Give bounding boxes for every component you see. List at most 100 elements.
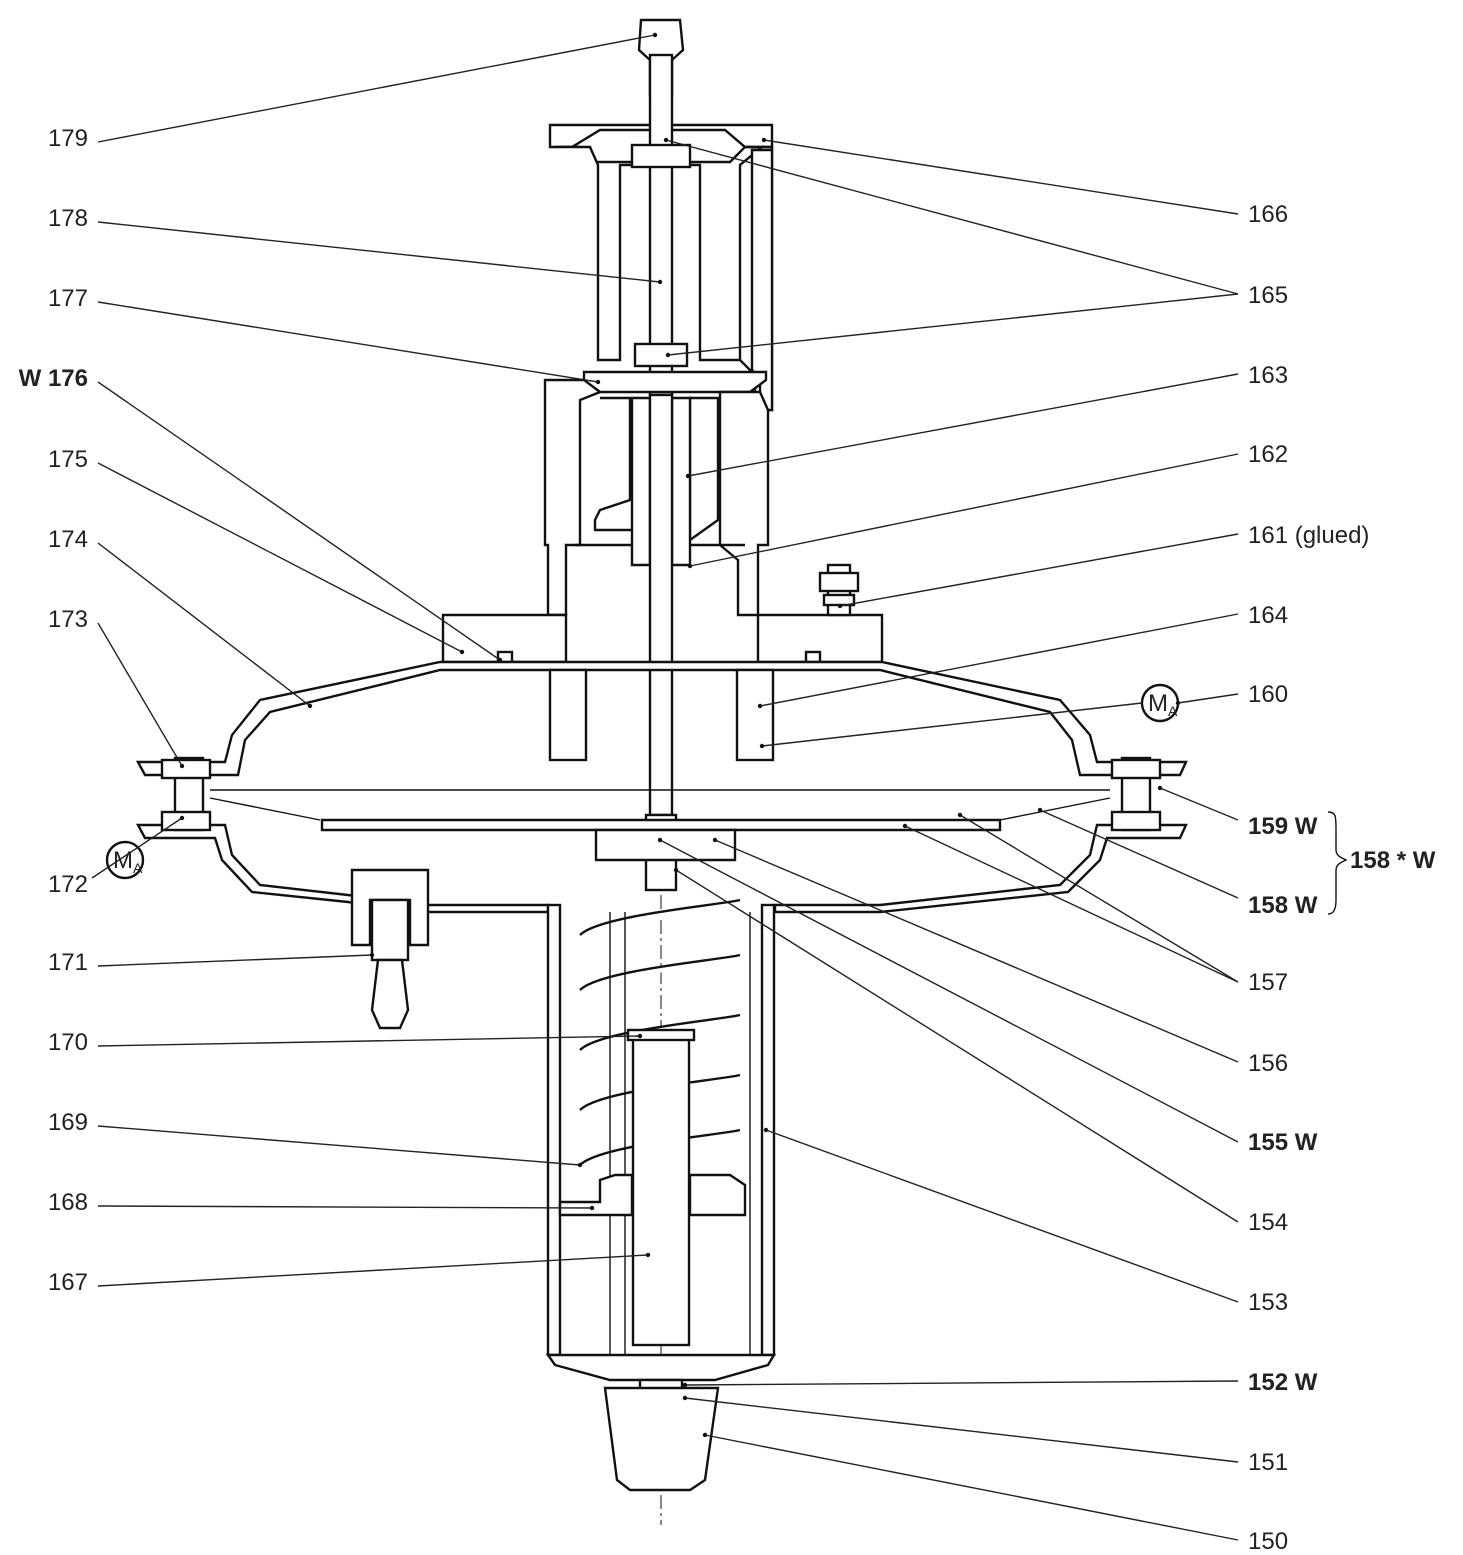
leader-dot-160 — [1175, 700, 1181, 706]
leader-152 — [684, 1380, 1239, 1386]
leader-dot-162 — [687, 563, 693, 569]
stem-nut-block — [594, 828, 737, 862]
leader-dot-161 — [837, 603, 843, 609]
label-156: 156 — [1248, 1050, 1288, 1077]
label-172: 172 — [48, 871, 88, 898]
leader-155 — [659, 839, 1239, 1143]
leader-150 — [704, 1434, 1239, 1541]
leader-dot-157 — [957, 812, 963, 818]
leader-dot-152 — [682, 1382, 688, 1388]
group-label: 158 * W — [1350, 847, 1436, 874]
leader-dot-154 — [673, 867, 679, 873]
leader-174 — [97, 542, 311, 707]
label-164: 164 — [1248, 602, 1288, 629]
leader-178 — [97, 221, 661, 283]
bottom-cap — [603, 1378, 720, 1492]
leader-dot-167 — [645, 1252, 651, 1258]
leader-162 — [689, 453, 1239, 567]
leader-160-b — [761, 702, 1143, 747]
main-stem — [644, 393, 678, 892]
torque-marker-right: M A — [1140, 683, 1180, 723]
group-bracket — [1327, 811, 1348, 915]
label-157: 157 — [1248, 969, 1288, 996]
label-169: 169 — [48, 1109, 88, 1136]
leader-dot-159 — [1157, 785, 1163, 791]
label-154: 154 — [1248, 1209, 1288, 1236]
leader-dot-174 — [307, 703, 313, 709]
leader-dot-158 — [1037, 807, 1043, 813]
label-168: 168 — [48, 1189, 88, 1216]
label-170: 170 — [48, 1029, 88, 1056]
leader-dot-153 — [763, 1127, 769, 1133]
leader-dot-166 — [761, 137, 767, 143]
torque-marker-left-subscript: A — [133, 860, 143, 876]
leader-dot-160-b — [759, 743, 765, 749]
upper-diaphragm-case — [135, 660, 1188, 777]
leader-dot-177 — [595, 379, 601, 385]
top-bolt — [818, 563, 860, 617]
label-162: 162 — [1248, 441, 1288, 468]
leader-176 — [97, 381, 501, 661]
leader-dot-164 — [757, 703, 763, 709]
middle-cap — [582, 370, 768, 394]
leader-177 — [97, 301, 599, 383]
clamp-bolt-left — [160, 756, 212, 832]
leader-158 — [1039, 809, 1239, 899]
label-175: 175 — [48, 446, 88, 473]
label-176: W 176 — [19, 365, 88, 392]
leader-dot-179 — [652, 32, 658, 38]
leader-dot-168 — [589, 1205, 595, 1211]
leader-dot-156 — [712, 837, 718, 843]
leader-172 — [91, 817, 183, 879]
label-178: 178 — [48, 205, 88, 232]
torque-marker-right-subscript: A — [1168, 703, 1178, 719]
torque-marker-left: M A — [105, 840, 145, 880]
leader-153 — [765, 1129, 1239, 1303]
leader-dot-155 — [657, 837, 663, 843]
label-150: 150 — [1248, 1528, 1288, 1555]
label-159: 159 W — [1248, 813, 1318, 840]
leader-dot-169 — [577, 1162, 583, 1168]
leader-167 — [97, 1254, 649, 1287]
label-165: 165 — [1248, 282, 1288, 309]
leader-dot-172 — [179, 815, 185, 821]
vent-fitting — [350, 868, 430, 1030]
leader-dot-175 — [459, 649, 465, 655]
label-174: 174 — [48, 526, 88, 553]
leader-dot-163 — [685, 473, 691, 479]
diaphragm-plate — [209, 789, 1111, 832]
leader-lines — [91, 32, 1239, 1541]
bonnet-housing — [543, 378, 770, 617]
leader-dot-170 — [637, 1033, 643, 1039]
leader-163 — [687, 373, 1239, 477]
leader-157-1 — [904, 825, 1239, 983]
leader-154 — [675, 869, 1239, 1223]
label-173: 173 — [48, 606, 88, 633]
leader-dot-165-1 — [665, 352, 671, 358]
label-152: 152 W — [1248, 1369, 1318, 1396]
leader-171 — [97, 954, 373, 967]
leader-151 — [684, 1397, 1239, 1463]
clamp-bolt-right — [1110, 756, 1162, 832]
torque-marker-right-letter: M — [1148, 690, 1168, 717]
label-160: 160 — [1248, 681, 1288, 708]
leader-159 — [1159, 787, 1239, 821]
leader-173 — [97, 622, 183, 767]
leader-164 — [759, 613, 1239, 707]
leader-dot-178 — [657, 279, 663, 285]
label-171: 171 — [48, 949, 88, 976]
label-177: 177 — [48, 285, 88, 312]
leader-175 — [97, 462, 463, 653]
label-158: 158 W — [1248, 892, 1318, 919]
leader-168 — [97, 1205, 593, 1209]
leader-157 — [959, 814, 1239, 983]
leader-169 — [97, 1125, 581, 1166]
label-161: 161 (glued) — [1248, 522, 1369, 549]
leader-165 — [665, 139, 1239, 295]
label-155: 155 W — [1248, 1129, 1318, 1156]
label-167: 167 — [48, 1269, 88, 1296]
